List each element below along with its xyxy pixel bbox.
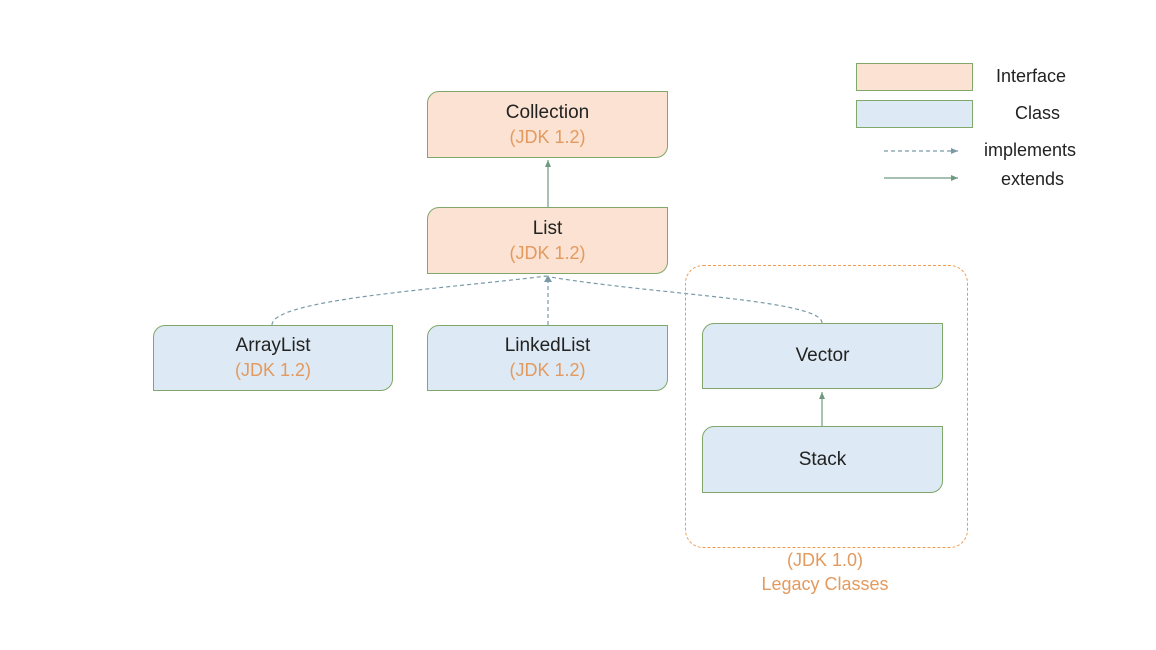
legend-interface-label: Interface	[996, 66, 1067, 86]
node-arraylist: ArrayList (JDK 1.2)	[153, 325, 393, 391]
legacy-label: Legacy Classes	[761, 574, 889, 594]
node-name: LinkedList	[504, 335, 591, 356]
node-name: List	[532, 217, 563, 239]
legend-class-label: Class	[1015, 103, 1061, 123]
node-name: Stack	[798, 448, 847, 470]
node-version: (JDK 1.2)	[234, 360, 312, 380]
legacy-classes-caption: (JDK 1.0) Legacy Classes	[715, 548, 935, 596]
node-version: (JDK 1.2)	[509, 242, 586, 263]
node-version: (JDK 1.2)	[509, 126, 586, 147]
node-vector: Vector	[702, 323, 943, 389]
edge-arraylist-implements-list	[271, 275, 548, 326]
node-version: (JDK 1.2)	[509, 360, 586, 380]
node-linkedlist: LinkedList (JDK 1.2)	[427, 325, 668, 391]
implements-arrowhead	[544, 275, 552, 282]
node-name: ArrayList	[235, 335, 311, 356]
node-list: List (JDK 1.2)	[427, 207, 668, 274]
legend-class-swatch	[856, 100, 973, 128]
legend-interface-swatch	[856, 63, 973, 91]
legend-extends-label: extends	[1001, 169, 1065, 189]
node-stack: Stack	[702, 426, 943, 493]
legacy-classes-group	[685, 265, 968, 548]
edge-vector-implements-list	[549, 276, 823, 324]
node-collection: Collection (JDK 1.2)	[427, 91, 668, 158]
node-name: Vector	[795, 345, 850, 366]
legacy-version: (JDK 1.0)	[786, 550, 864, 570]
node-name: Collection	[505, 101, 590, 123]
legend-implements-label: implements	[984, 140, 1077, 160]
